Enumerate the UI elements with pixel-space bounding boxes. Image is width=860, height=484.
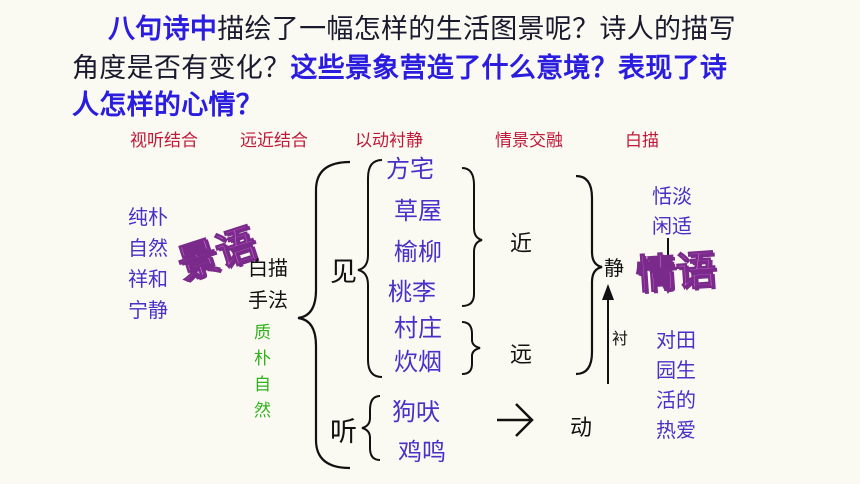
mood-bottom: 活的 <box>656 388 696 412</box>
technique-scene-emotion: 情景交融 <box>495 131 563 151</box>
qingyu-wordart: 情语 <box>634 246 718 300</box>
baimiao-label: 手法 <box>248 288 288 312</box>
scene-word: 祥和 <box>128 267 168 291</box>
jian-item: 草屋 <box>394 197 442 225</box>
jian-item: 村庄 <box>394 314 442 342</box>
main-brace <box>297 160 351 470</box>
mood-bottom: 对田 <box>656 328 696 352</box>
far-brace <box>461 321 481 375</box>
baimiao-label: 白描 <box>248 256 288 280</box>
still-label: 静 <box>604 256 624 280</box>
question-text: 描绘了一幅怎样的生活图景呢？诗人的描写 <box>217 14 736 45</box>
near-brace <box>461 167 483 307</box>
scene-word: 自然 <box>128 236 168 260</box>
jian-item: 方宅 <box>386 155 434 183</box>
jian-brace <box>357 159 383 378</box>
question-line-3: 人怎样的心情？ <box>72 88 263 124</box>
ting-item: 狗吠 <box>392 398 440 426</box>
jian-item: 榆柳 <box>394 238 442 266</box>
up-arrow-icon <box>602 284 614 384</box>
question-line-1: 八句诗中描绘了一幅怎样的生活图景呢？诗人的描写 <box>108 12 736 48</box>
jian-item: 炊烟 <box>394 348 442 376</box>
question-text: 角度是否有变化？ <box>72 53 291 84</box>
down-arrow-icon <box>663 238 673 294</box>
technique-motion-contrast: 以动衬静 <box>355 131 423 151</box>
question-highlight: 人怎样的心情？ <box>72 90 264 121</box>
motion-label: 动 <box>570 416 593 441</box>
right-arrow-icon <box>497 403 534 437</box>
technique-baimiao: 白描 <box>625 131 659 151</box>
mood-bottom: 园生 <box>656 358 696 382</box>
zhipu-char: 朴 <box>254 349 271 369</box>
ting-item: 鸡鸣 <box>398 438 446 466</box>
question-highlight: 这些景象营造了什么意境？表现了诗 <box>290 53 728 84</box>
mood-top: 恬淡 <box>652 184 692 208</box>
far-label: 远 <box>510 343 533 368</box>
question-line-2: 角度是否有变化？这些景象营造了什么意境？表现了诗 <box>72 51 727 87</box>
question-highlight: 八句诗中 <box>108 14 218 45</box>
zhipu-char: 自 <box>254 375 271 395</box>
scene-word: 宁静 <box>128 298 168 322</box>
technique-audio-visual: 视听结合 <box>130 131 198 151</box>
ting-label: 听 <box>330 417 357 448</box>
zhipu-char: 质 <box>254 323 271 343</box>
technique-near-far: 远近结合 <box>240 131 308 151</box>
jian-label: 见 <box>330 257 357 288</box>
jian-item: 桃李 <box>388 278 436 306</box>
ting-brace <box>361 395 381 461</box>
zhipu-char: 然 <box>254 401 271 421</box>
near-label: 近 <box>510 232 533 257</box>
scene-word: 纯朴 <box>128 205 168 229</box>
mood-top: 闲适 <box>652 214 692 238</box>
still-brace <box>575 174 603 376</box>
contrast-label: 衬 <box>612 329 629 348</box>
mood-bottom: 热爱 <box>656 418 696 442</box>
